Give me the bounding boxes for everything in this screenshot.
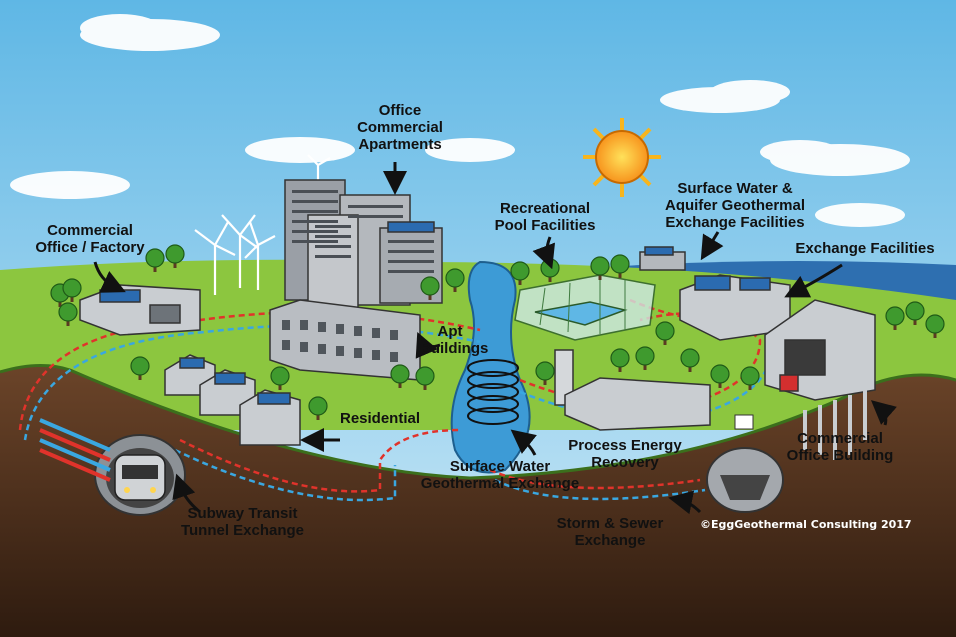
soil xyxy=(0,365,956,637)
ground-wells xyxy=(803,390,867,460)
label-exchange-facilities: Exchange Facilities xyxy=(795,240,935,257)
residential-houses xyxy=(164,354,301,446)
sewer-tunnel xyxy=(706,414,784,513)
label-surface-water-aquifer: Surface Water & Aquifer Geothermal Excha… xyxy=(664,180,806,231)
subway-train-icon xyxy=(114,454,166,501)
sun-icon xyxy=(583,118,661,197)
label-office-commercial-apartments: Office Commercial Apartments xyxy=(357,102,443,153)
label-process-energy: Process Energy Recovery xyxy=(568,437,682,471)
label-apt-buildings: Apt Buildings xyxy=(420,323,489,357)
pool-facility xyxy=(514,274,656,341)
factory-building xyxy=(79,284,201,336)
label-storm-sewer: Storm & Sewer Exchange xyxy=(556,515,664,549)
label-subway-transit: Subway Transit Tunnel Exchange xyxy=(180,505,305,539)
label-commercial-office-factory: Commercial Office / Factory xyxy=(35,222,145,256)
subway-tunnel xyxy=(39,418,186,516)
arrow-icon xyxy=(93,162,897,515)
apartment-building xyxy=(269,299,421,381)
river-coil xyxy=(467,359,519,425)
process-plant xyxy=(554,349,711,431)
label-recreational-pool: Recreational Pool Facilities xyxy=(494,200,596,234)
commercial-office xyxy=(764,299,876,401)
exchange-facility xyxy=(639,246,791,341)
wind-turbine-icon xyxy=(194,154,331,295)
copyright-notice: ©EggGeothermal Consulting 2017 xyxy=(700,518,912,531)
label-residential: Residential xyxy=(339,410,421,427)
label-surface-water-geothermal: Surface Water Geothermal Exchange xyxy=(420,458,580,492)
label-commercial-office-building: Commercial Office Building xyxy=(786,430,894,464)
clouds xyxy=(10,14,910,227)
office-windows xyxy=(292,190,434,273)
